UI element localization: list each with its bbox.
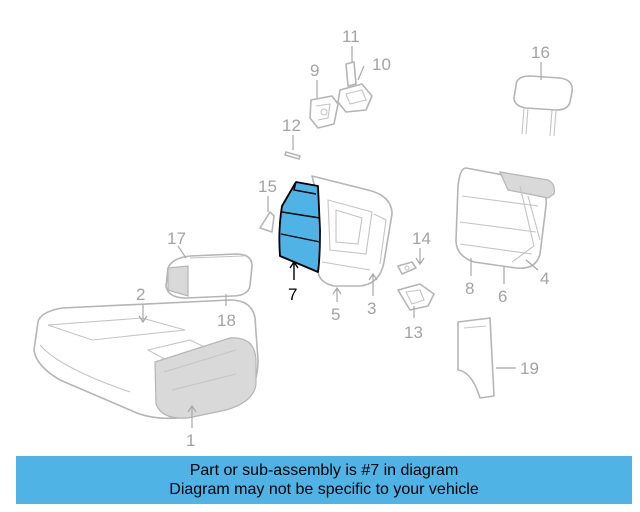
armrest-part-17 [165,253,253,299]
seat-back-frame-part-5 [311,175,393,287]
callout-13: 13 [404,323,423,342]
callout-3: 3 [367,299,376,318]
banner-part-note: Part or sub-assembly is #7 in diagram [189,462,459,479]
seat-parts-diagram: 1 2 3 4 5 6 7 8 9 10 11 12 13 14 15 16 1… [33,27,574,450]
callout-7: 7 [288,285,297,304]
callout-1: 1 [186,431,195,450]
callout-8: 8 [465,279,474,298]
callout-19: 19 [520,359,539,378]
callout-10: 10 [372,55,391,74]
info-banner: Part or sub-assembly is #7 in diagram Di… [16,456,632,504]
callout-18: 18 [217,311,236,330]
callout-12: 12 [282,116,301,135]
clip-part-14 [397,261,417,275]
callout-4: 4 [540,269,549,288]
latch-part-10 [337,61,373,113]
callout-17: 17 [167,229,186,248]
callout-11: 11 [342,27,360,46]
bracket-part-9 [309,95,339,129]
buckle-part-13 [397,283,435,311]
callout-16: 16 [531,43,550,62]
callout-5: 5 [331,305,340,324]
pin-part-12 [284,151,301,160]
trim-panel-part-19 [457,317,495,399]
callout-6: 6 [498,287,507,306]
callout-leader-7 [289,260,299,280]
seat-back-panel-part-7 [278,181,321,273]
callout-2: 2 [136,285,145,304]
callout-14: 14 [412,229,431,248]
banner-disclaimer: Diagram may not be specific to your vehi… [169,481,479,498]
seat-cushion-foam-part-1 [154,337,257,419]
callout-numbers: 1 2 3 4 5 6 7 8 9 10 11 12 13 14 15 16 1… [136,27,550,450]
seat-back-frame-part-6 [498,171,555,263]
callout-15: 15 [258,177,277,196]
callout-leaders [138,46,542,428]
bracket-part-15 [259,211,275,233]
headrest-part-16 [513,75,574,137]
callout-9: 9 [310,61,319,80]
